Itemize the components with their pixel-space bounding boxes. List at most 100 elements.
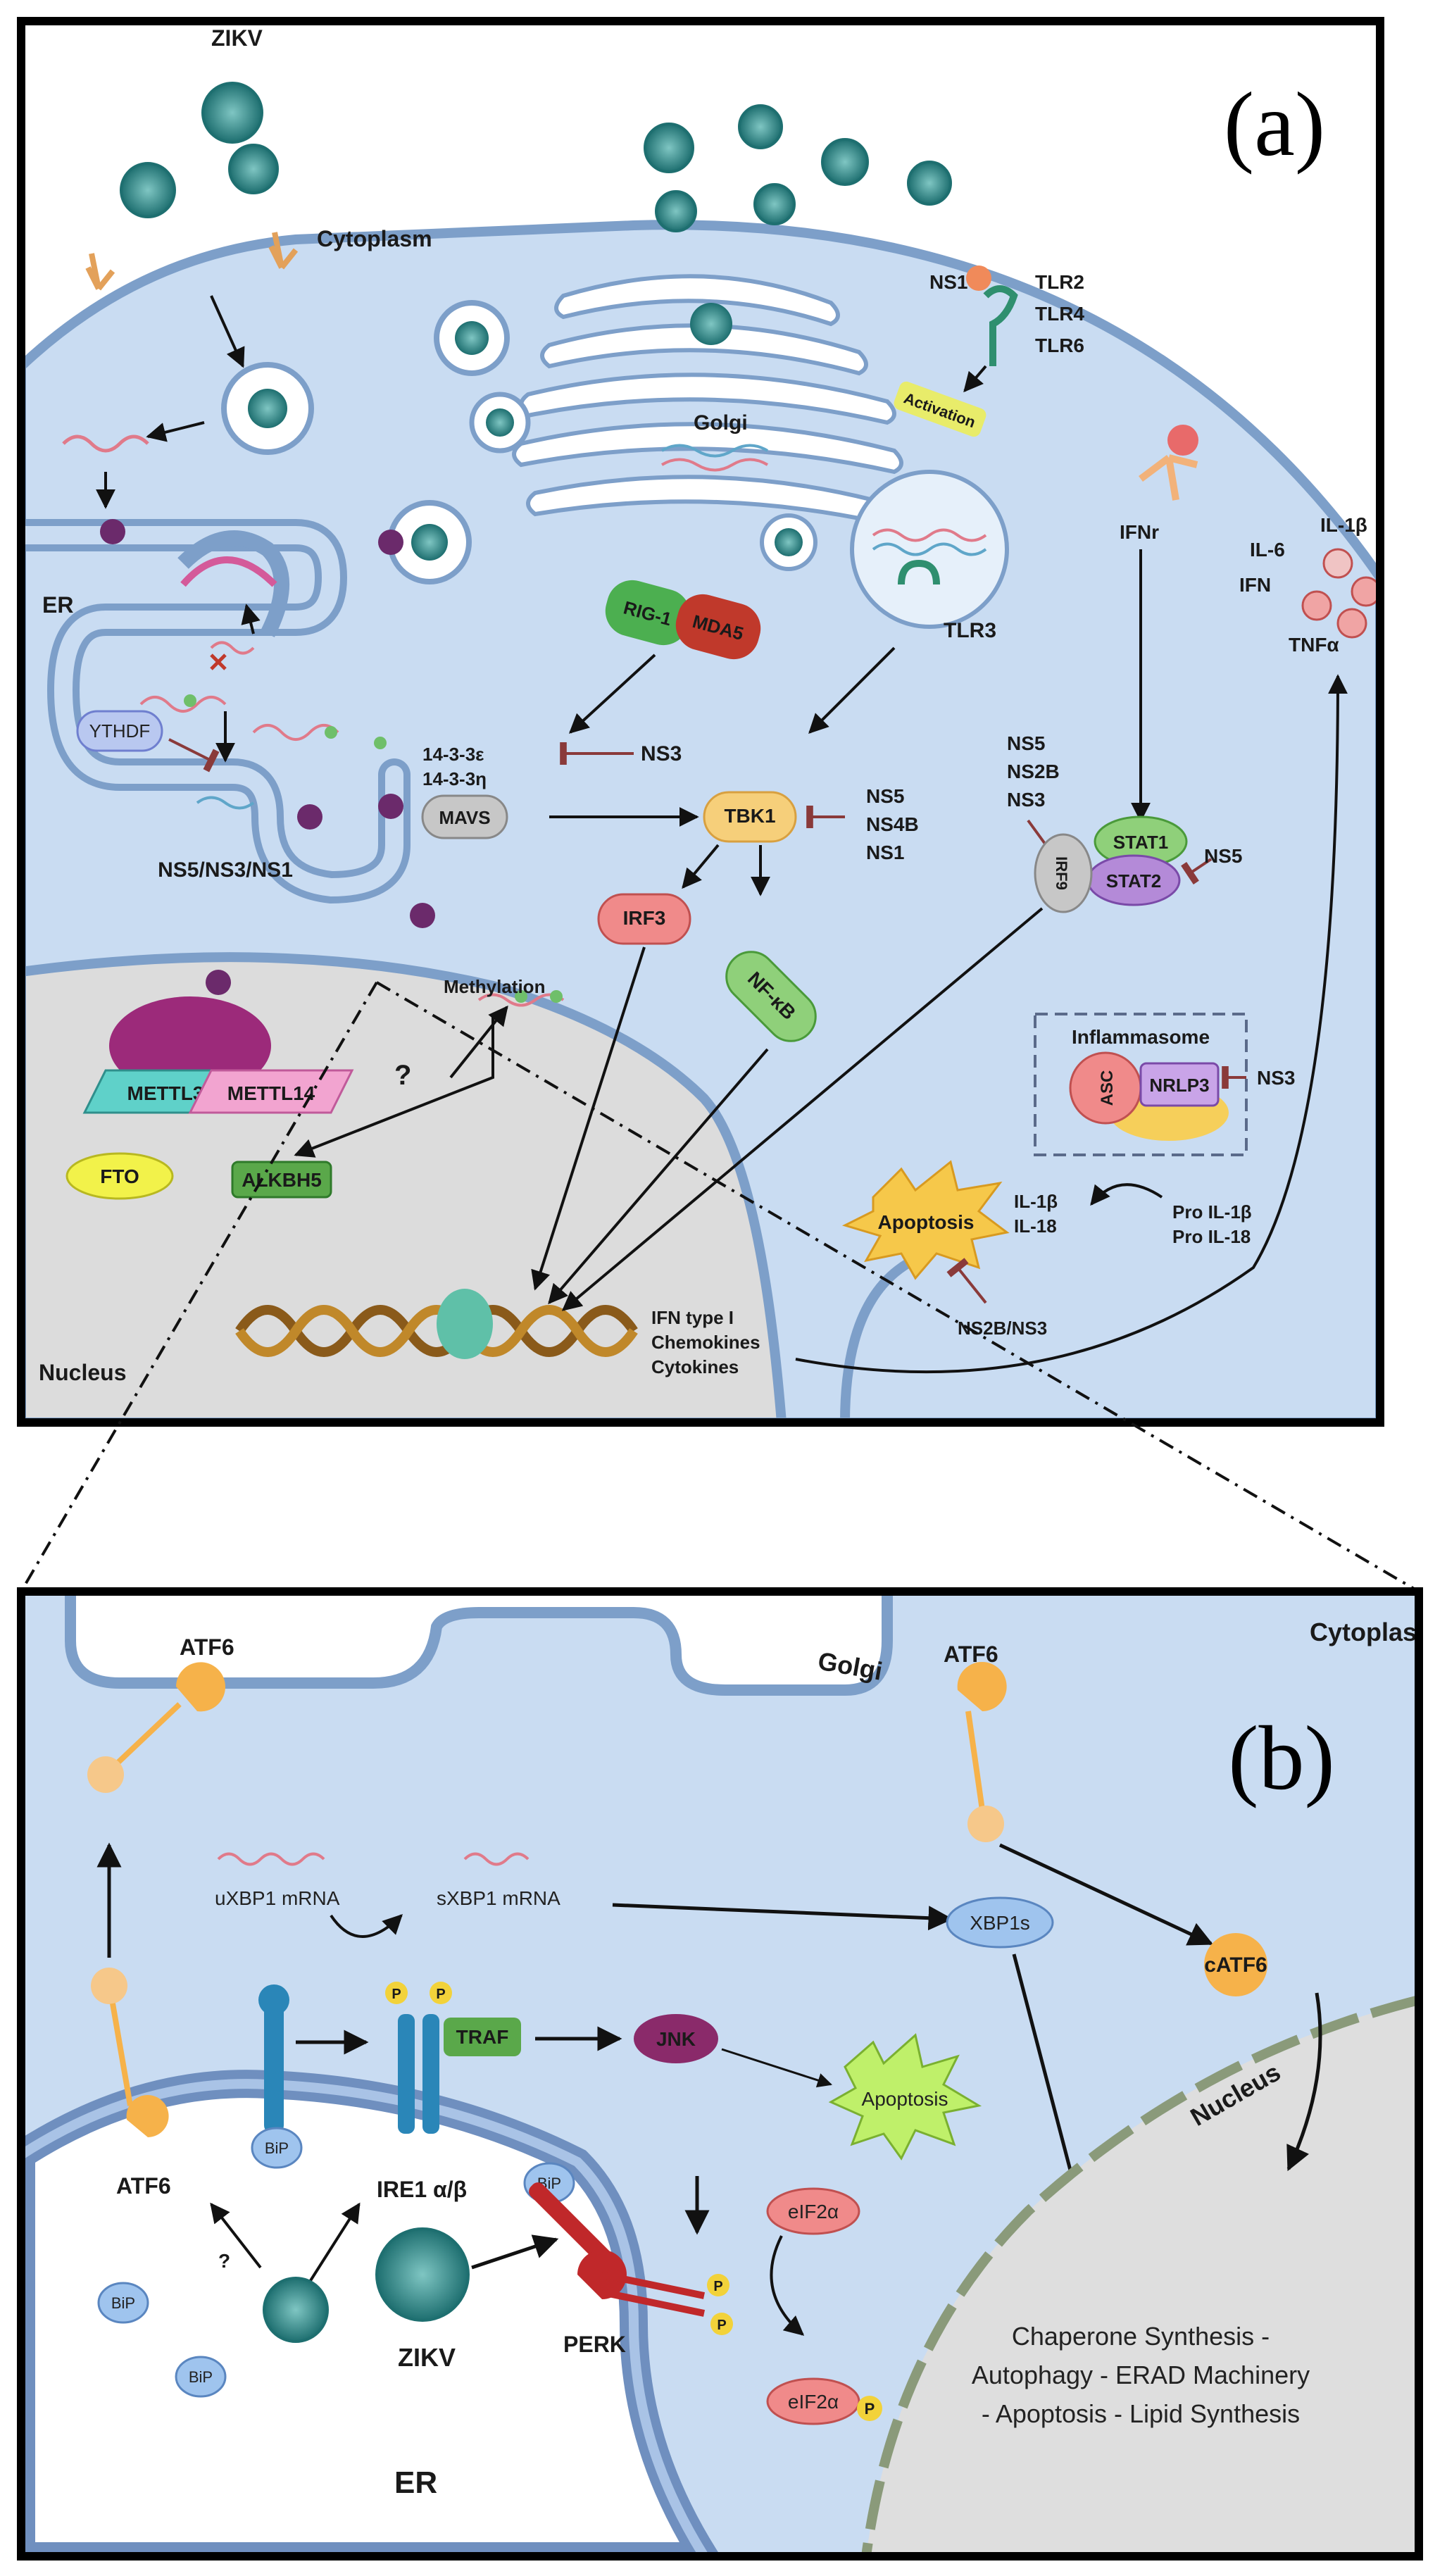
pro-il18-label: Pro IL-18 bbox=[1172, 1226, 1251, 1247]
mavs-label: MAVS bbox=[439, 807, 490, 828]
inflammasome-label: Inflammasome bbox=[1072, 1026, 1210, 1048]
replication-complex bbox=[180, 556, 277, 587]
nucleus-b bbox=[866, 2000, 1419, 2556]
golgi-b bbox=[65, 1592, 893, 1696]
il6-label: IL-6 bbox=[1250, 539, 1285, 561]
ns4b-label: NS4B bbox=[866, 813, 919, 835]
bip-shape-2 bbox=[175, 2356, 227, 2398]
il1b-out-label: IL-1β bbox=[1014, 1191, 1058, 1212]
xbp1s-shape bbox=[946, 1896, 1054, 1949]
p-eif2a: P bbox=[865, 2400, 875, 2418]
zikv-label-b: ZIKV bbox=[398, 2343, 456, 2372]
panel-b: Golgi Cytoplasm (b) ATF6 ATF6 cATF6 uXBP… bbox=[21, 1592, 1439, 2556]
bip-label-3: BiP bbox=[265, 2139, 289, 2157]
tlr3-label: TLR3 bbox=[944, 619, 996, 642]
mettl14-label: METTL14 bbox=[227, 1082, 315, 1104]
irf9-label: IRF9 bbox=[1053, 856, 1070, 890]
ytdhf-shape bbox=[76, 710, 163, 752]
dna-helix bbox=[235, 1305, 638, 1357]
stat1-label: STAT1 bbox=[1113, 832, 1168, 853]
ns1-particle bbox=[966, 265, 991, 291]
uxbp1-label: uXBP1 mRNA bbox=[215, 1887, 340, 1909]
cytoplasm-label-a: Cytoplasm bbox=[317, 226, 432, 251]
ifn-label: IFN bbox=[1239, 574, 1271, 596]
panel-a-frame bbox=[17, 17, 1384, 1427]
ytdhf-label: YTHDF bbox=[89, 720, 151, 742]
ns5-label-b: NS5 bbox=[1007, 732, 1045, 754]
apoptosis-burst-b bbox=[828, 2033, 982, 2161]
mettl14-shape bbox=[188, 1069, 354, 1114]
atf6-left-label: ATF6 bbox=[180, 1634, 234, 1660]
outcome-line-2: Autophagy - ERAD Machinery bbox=[972, 2361, 1310, 2389]
tlr4-label: TLR4 bbox=[1035, 303, 1084, 325]
eif2a-shape bbox=[766, 2187, 860, 2235]
fto-shape bbox=[65, 1152, 174, 1200]
question-a: ? bbox=[394, 1060, 411, 1091]
asc-label: ASC bbox=[1098, 1070, 1117, 1106]
bip-label-2: BiP bbox=[189, 2368, 213, 2386]
zoom-line-left bbox=[20, 981, 378, 1593]
tlr-receptor-icon bbox=[983, 285, 1018, 366]
traf-label: TRAF bbox=[456, 2026, 509, 2048]
fto-label: FTO bbox=[100, 1165, 139, 1187]
apoptosis-burst bbox=[841, 1160, 1010, 1280]
ns5-label-a: NS5 bbox=[866, 785, 904, 807]
p-ire1-b: P bbox=[436, 1987, 445, 2002]
mda5-shape bbox=[675, 594, 761, 660]
zikv-label: ZIKV bbox=[211, 25, 263, 51]
inflammasome-box bbox=[1034, 1013, 1248, 1156]
atf6-top-left-icon bbox=[176, 1662, 225, 1712]
chemokines-label: Chemokines bbox=[651, 1332, 760, 1353]
bip-shape-3 bbox=[251, 2127, 303, 2169]
rig1-shape bbox=[605, 580, 691, 646]
irf3-label: IRF3 bbox=[623, 907, 666, 929]
golgi-label: Golgi bbox=[694, 411, 748, 434]
panel-a: Golgi ZIKV (a) Cytoplasm bbox=[21, 21, 1380, 1423]
eif2a-p-label: eIF2α bbox=[788, 2391, 839, 2413]
perk-label: PERK bbox=[563, 2332, 626, 2357]
sxbp1-mrna bbox=[463, 1852, 530, 1866]
mavs-shape bbox=[421, 794, 508, 839]
ire1-monomer-icon bbox=[264, 1993, 284, 2134]
irf9-shape bbox=[1034, 833, 1093, 913]
bip-shape-1 bbox=[97, 2282, 149, 2324]
er-label-a: ER bbox=[42, 592, 73, 618]
zoom-line-right bbox=[375, 981, 1420, 1593]
ns1-label-b: NS1 bbox=[866, 842, 904, 863]
nfkb-shape bbox=[725, 951, 817, 1042]
panel-a-letter: (a) bbox=[1224, 74, 1325, 175]
ns1-label-a: NS1 bbox=[929, 271, 967, 293]
atf6-right-label: ATF6 bbox=[944, 1642, 998, 1667]
cytoplasm-label-b: Cytoplasm bbox=[1310, 1618, 1439, 1646]
endosomes bbox=[221, 300, 818, 584]
panel-b-frame bbox=[17, 1587, 1423, 2561]
jnk-shape bbox=[634, 2014, 718, 2063]
methylation-label: Methylation bbox=[444, 976, 545, 997]
receptor-icon bbox=[85, 253, 115, 291]
question-b: ? bbox=[218, 2250, 230, 2272]
rna-strand bbox=[62, 434, 149, 453]
stat2-label: STAT2 bbox=[1106, 870, 1161, 892]
cytokines-label: Cytokines bbox=[651, 1356, 739, 1377]
xbp1s-label: XBP1s bbox=[970, 1912, 1030, 1934]
ifnr-label: IFNr bbox=[1120, 521, 1159, 543]
ns3-label-c: NS3 bbox=[1257, 1067, 1295, 1089]
ire1-label: IRE1 α/β bbox=[377, 2177, 467, 2202]
er-label-b: ER bbox=[394, 2465, 437, 2500]
ns5-label-c: NS5 bbox=[1204, 845, 1242, 867]
activation-box bbox=[894, 381, 986, 437]
tlr6-label: TLR6 bbox=[1035, 334, 1084, 356]
ifn-type-label: IFN type I bbox=[651, 1307, 734, 1328]
tnfa-label: TNFα bbox=[1289, 634, 1339, 656]
zikv-virion-small bbox=[263, 2277, 329, 2343]
traf-shape bbox=[444, 2018, 521, 2056]
outcome-line-1: Chaperone Synthesis - bbox=[1012, 2322, 1270, 2351]
bip-label-1: BiP bbox=[111, 2294, 135, 2312]
panel-b-letter: (b) bbox=[1228, 1708, 1335, 1809]
jnk-label: JNK bbox=[656, 2028, 696, 2050]
zikv-virions bbox=[120, 82, 952, 232]
ns2b-label: NS2B bbox=[1007, 761, 1060, 782]
ns3-label-b: NS3 bbox=[1007, 789, 1045, 811]
ifnr-receptor-icon bbox=[1139, 454, 1198, 501]
ribosome-icon bbox=[100, 519, 125, 544]
